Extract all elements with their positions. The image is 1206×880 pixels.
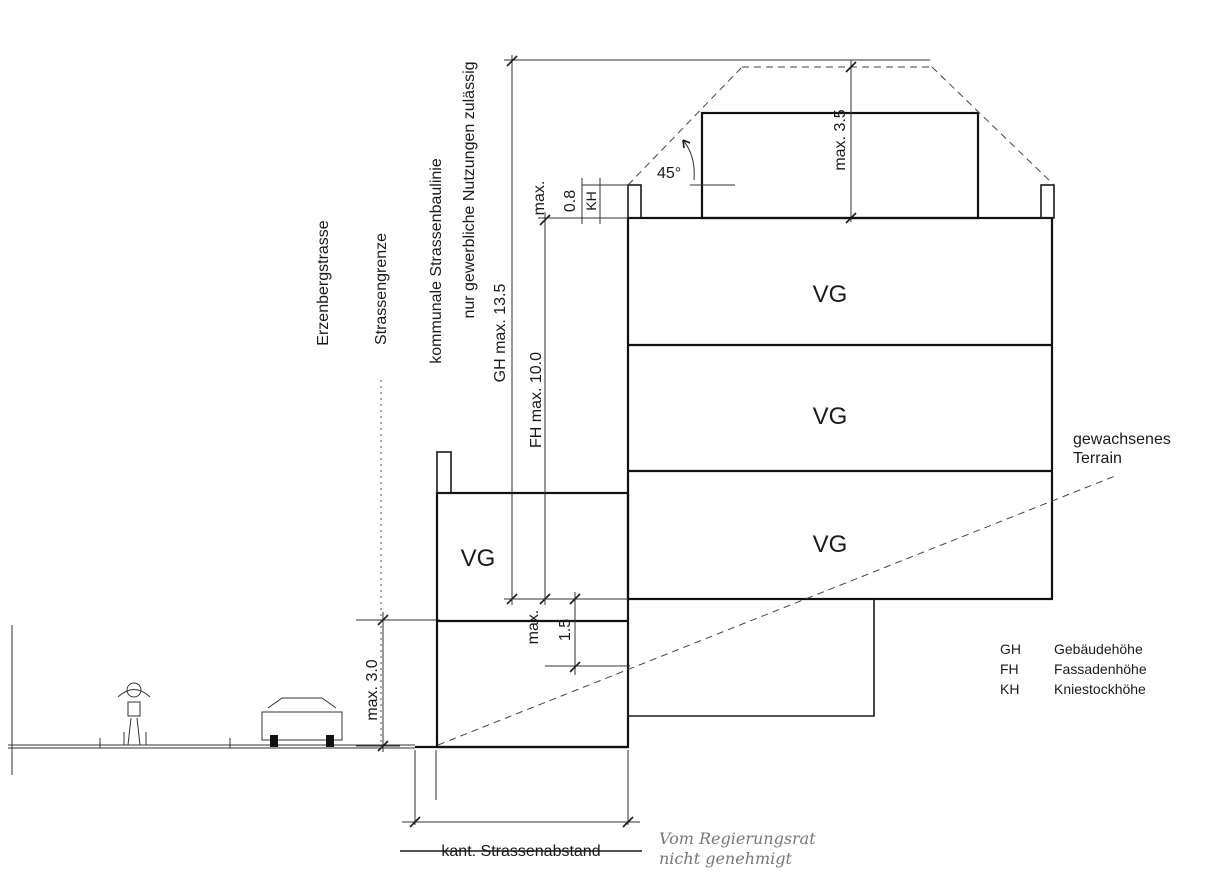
- legend-text-gh: Gebäudehöhe: [1054, 641, 1143, 657]
- dimension-mid: max. 1.5: [525, 592, 630, 675]
- stamp-line-1: Vom Regierungsrat: [659, 829, 816, 848]
- street-labels: Erzenbergstrasse Strassengrenze kommunal…: [315, 61, 478, 750]
- angle-annotation: 45°: [657, 139, 695, 182]
- legend-abbr-gh: GH: [1000, 641, 1021, 657]
- dimension-street-distance: kant. Strassenabstand: [400, 750, 642, 860]
- label-kh-value: 0.8: [562, 190, 579, 212]
- label-strassengrenze: Strassengrenze: [373, 233, 390, 345]
- car-icon: [261, 697, 343, 747]
- dimension-base-height: max. 3.0: [356, 612, 440, 752]
- label-erzenbergstrasse: Erzenbergstrasse: [315, 220, 332, 345]
- floor-label-front: VG: [461, 545, 496, 572]
- label-mid-max: max.: [525, 610, 542, 645]
- main-building: VG VG VG: [626, 111, 1055, 717]
- stamp-line-2: nicht genehmigt: [659, 849, 793, 868]
- floor-label-upper-1: VG: [813, 281, 848, 308]
- legend-abbr-fh: FH: [1000, 661, 1019, 677]
- floor-label-upper-2: VG: [813, 403, 848, 430]
- label-max-3-5: max. 3.5: [832, 109, 849, 170]
- stamp: Vom Regierungsrat nicht genehmigt: [659, 829, 816, 868]
- label-fh: FH max. 10.0: [528, 352, 545, 448]
- pedestrian-icon: [117, 682, 151, 746]
- legend-text-fh: Fassadenhöhe: [1054, 661, 1147, 677]
- floor-label-upper-3: VG: [813, 531, 848, 558]
- label-gewerbliche-nutzungen: nur gewerbliche Nutzungen zulässig: [461, 61, 478, 318]
- roof-envelope: [627, 66, 1055, 186]
- terrain: gewachsenes Terrain: [437, 431, 1171, 746]
- angle-label: 45°: [657, 165, 681, 182]
- legend: GH Gebäudehöhe FH Fassadenhöhe KH Kniest…: [1000, 641, 1147, 697]
- label-kh-max: max.: [531, 181, 548, 216]
- label-kh-abbr: KH: [583, 191, 599, 210]
- label-max-3-0: max. 3.0: [364, 659, 381, 720]
- label-strassenbaulinie: kommunale Strassenbaulinie: [428, 158, 445, 364]
- terrain-label-2: Terrain: [1073, 450, 1122, 467]
- ground-line: [8, 625, 628, 775]
- terrain-label-1: gewachsenes: [1073, 431, 1171, 448]
- legend-text-kh: Kniestockhöhe: [1054, 681, 1146, 697]
- label-mid-value: 1.5: [557, 619, 574, 641]
- dimension-roof: max. 3.5: [832, 60, 857, 224]
- legend-abbr-kh: KH: [1000, 681, 1019, 697]
- dimension-heights: GH max. 13.5 FH max. 10.0 max. 0.8 KH: [492, 55, 930, 605]
- label-gh: GH max. 13.5: [492, 284, 509, 383]
